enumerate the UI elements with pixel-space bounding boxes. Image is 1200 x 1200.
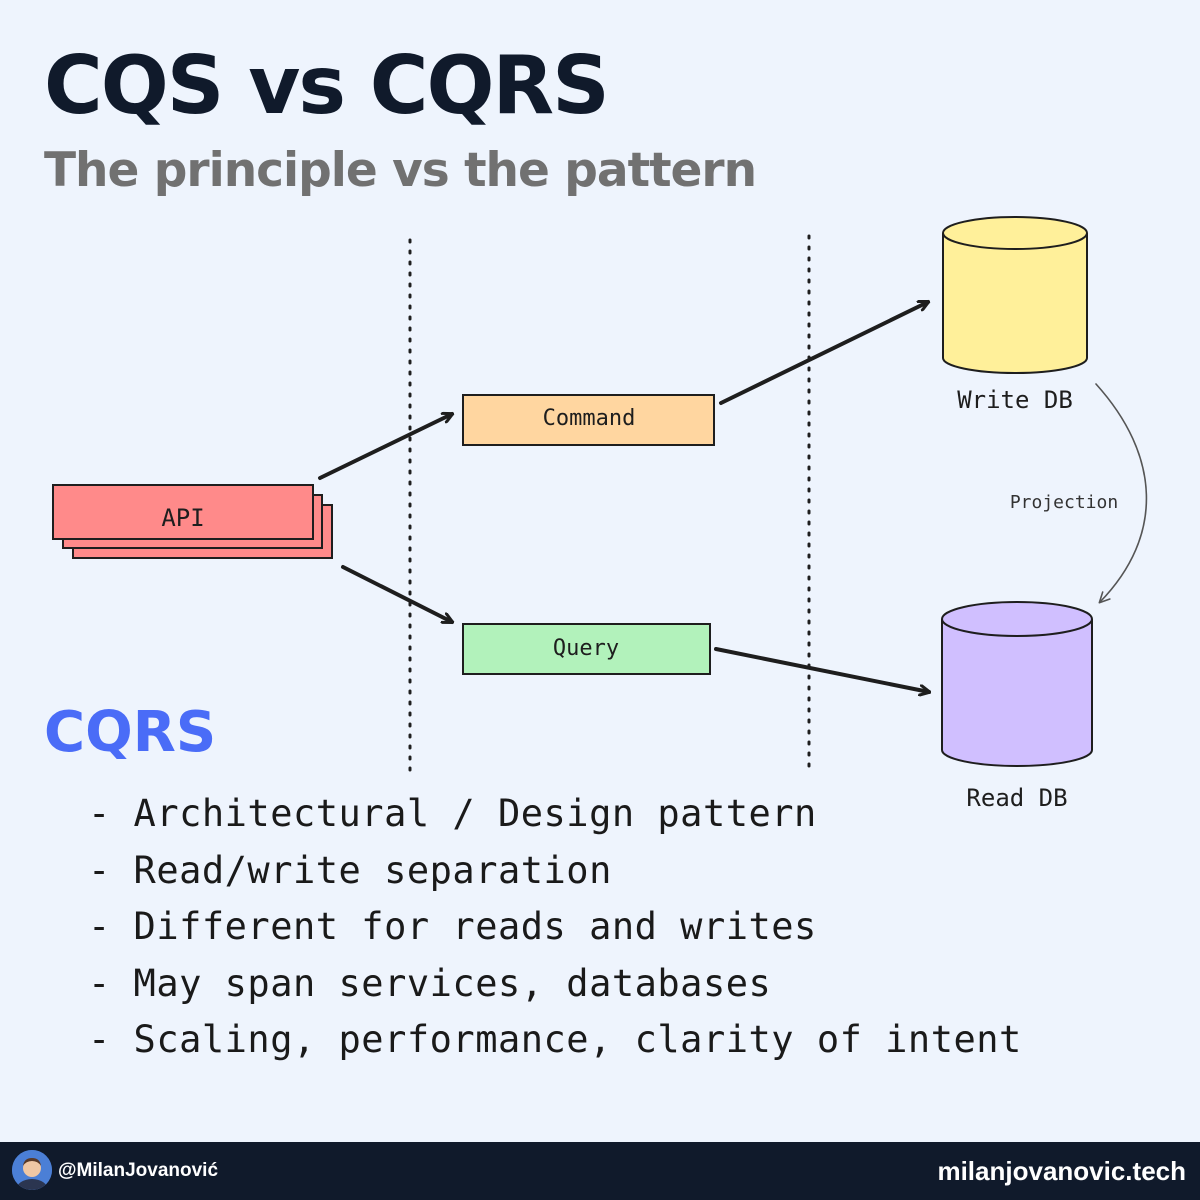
bullet-item: - Read/write separation — [88, 848, 612, 892]
arrow-query-to-read-db — [714, 647, 929, 692]
bullet-item: - Scaling, performance, clarity of inten… — [88, 1018, 1022, 1061]
arrow-projection — [1095, 383, 1148, 604]
cqrs-heading: CQRS — [44, 700, 217, 765]
author-handle[interactable]: @MilanJovanović — [58, 1160, 219, 1181]
projection-label: Projection — [1010, 492, 1118, 513]
api-label: API — [161, 504, 204, 532]
api-node: API — [52, 484, 333, 559]
command-label: Command — [543, 406, 636, 431]
page-title: CQS vs CQRS — [44, 39, 610, 132]
avatar-portrait-icon — [12, 1150, 52, 1190]
arrow-command-to-write-db — [719, 302, 928, 405]
footer-bar: @MilanJovanović milanjovanovic.tech — [0, 1142, 1200, 1200]
query-label: Query — [553, 636, 619, 661]
write-db-label: Write DB — [957, 386, 1073, 414]
cqrs-bullet-list: - Architectural / Design pattern - Read/… — [88, 786, 1022, 1069]
cqrs-diagram: API Command Query Write DB Read DB Proje… — [52, 216, 1148, 812]
command-node: Command — [462, 394, 715, 446]
bullet-item: - Architectural / Design pattern — [88, 792, 817, 835]
website-link[interactable]: milanjovanovic.tech — [937, 1156, 1186, 1186]
query-node: Query — [462, 623, 711, 675]
read-db-cylinder: Read DB — [941, 601, 1093, 812]
avatar[interactable] — [12, 1150, 52, 1190]
bullet-item: - Different for reads and writes — [88, 905, 817, 948]
bullet-item: - May span services, databases — [88, 961, 772, 1005]
page-subtitle: The principle vs the pattern — [44, 143, 757, 198]
read-db-label: Read DB — [966, 784, 1067, 812]
write-db-cylinder: Write DB — [942, 216, 1088, 414]
arrow-api-to-command — [318, 414, 452, 480]
arrow-api-to-query — [341, 565, 452, 624]
